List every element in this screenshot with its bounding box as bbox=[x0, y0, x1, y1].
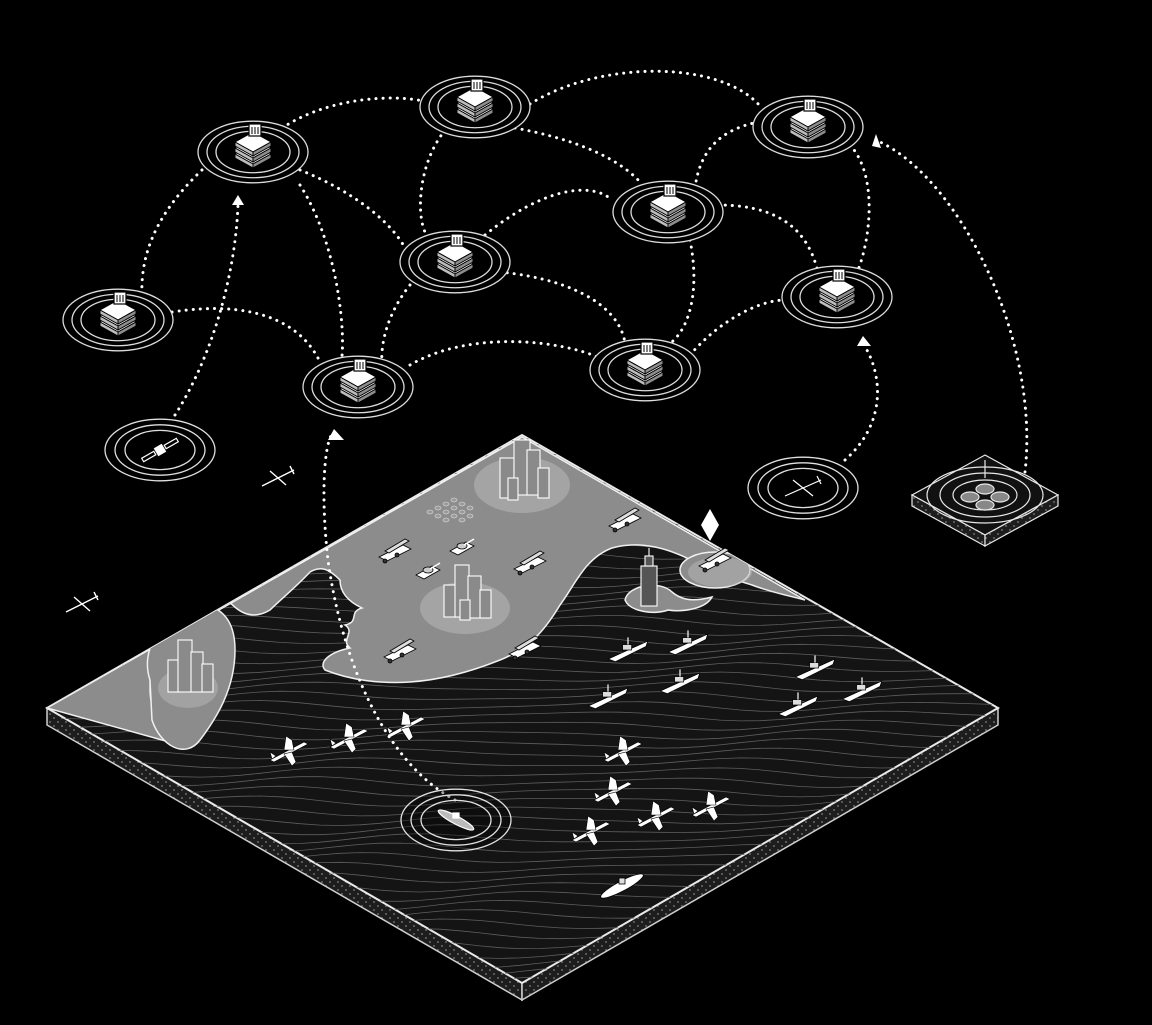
ground-antenna-station bbox=[910, 454, 1060, 548]
link-d-i bbox=[498, 270, 627, 345]
server-stack-icon bbox=[98, 291, 138, 337]
server-stack-icon bbox=[817, 268, 857, 314]
tank-icon bbox=[449, 538, 475, 556]
sensor-sources bbox=[104, 418, 859, 852]
fighter-jet-icon bbox=[691, 790, 731, 822]
city-west-icon bbox=[167, 639, 214, 693]
warship-icon bbox=[667, 630, 709, 656]
server-stack-icon bbox=[233, 123, 273, 169]
arrowheads bbox=[232, 134, 881, 440]
link-e-i bbox=[408, 340, 602, 367]
map-slab bbox=[44, 433, 1001, 1002]
link-f-g bbox=[693, 120, 760, 190]
warship-icon bbox=[794, 655, 836, 681]
sea-wave-line bbox=[47, 747, 998, 760]
submarine-icon bbox=[600, 873, 644, 899]
satellite-icon bbox=[140, 437, 180, 463]
drone-icon bbox=[65, 591, 99, 613]
sea-wave-line bbox=[47, 785, 998, 798]
fighter-jet-icon bbox=[636, 800, 676, 832]
server-stack-icon bbox=[625, 341, 665, 387]
link-i-h bbox=[688, 298, 787, 357]
link-sat-a bbox=[173, 203, 240, 417]
missile-launcher-icon bbox=[608, 507, 642, 533]
sea-wave-line bbox=[47, 776, 998, 788]
tower-landmark-icon bbox=[640, 548, 658, 607]
server-node bbox=[781, 265, 893, 329]
link-a-e bbox=[298, 183, 344, 358]
sea-wave-line bbox=[47, 766, 998, 779]
submarine-icon bbox=[437, 809, 475, 831]
diamond-marker-icon bbox=[701, 509, 719, 541]
link-a-c bbox=[280, 96, 432, 130]
infantry-formation-icon bbox=[426, 497, 474, 523]
missile-launcher-icon bbox=[378, 538, 412, 564]
link-d-f bbox=[483, 188, 614, 237]
server-stack-icon bbox=[338, 358, 378, 404]
server-nodes bbox=[62, 75, 893, 419]
server-node bbox=[752, 95, 864, 159]
server-stack-icon bbox=[648, 183, 688, 229]
link-b-e bbox=[170, 307, 322, 364]
network-links bbox=[140, 69, 1029, 802]
server-node bbox=[612, 180, 724, 244]
fighter-jet-icon bbox=[593, 775, 633, 807]
server-stack-icon bbox=[788, 98, 828, 144]
server-node bbox=[399, 230, 511, 294]
drone-icon bbox=[784, 475, 822, 497]
fighter-jet-icon bbox=[269, 735, 309, 767]
link-d-e bbox=[380, 283, 412, 367]
server-node bbox=[419, 75, 531, 139]
server-node bbox=[197, 120, 309, 184]
fighter-jet-icon bbox=[571, 815, 611, 847]
link-c-g bbox=[528, 69, 762, 108]
server-node bbox=[589, 338, 701, 402]
link-a-b bbox=[140, 168, 204, 298]
warship-icon bbox=[659, 669, 701, 695]
link-antenna-g bbox=[878, 140, 1029, 474]
missile-launcher-icon bbox=[383, 638, 417, 664]
link-drone-h bbox=[843, 343, 879, 462]
drone-source bbox=[747, 456, 859, 520]
triangle-arrow-icon bbox=[232, 195, 244, 205]
link-c-f bbox=[513, 126, 642, 184]
server-node bbox=[62, 288, 174, 352]
missile-launcher-icon bbox=[513, 550, 547, 576]
triangle-arrow-icon bbox=[328, 429, 344, 440]
link-g-h bbox=[843, 138, 871, 272]
server-node bbox=[302, 355, 414, 419]
sea-wave-line bbox=[47, 738, 998, 750]
sea-wave-line bbox=[47, 757, 998, 769]
triangle-arrow-icon bbox=[872, 134, 881, 148]
link-f-i bbox=[666, 238, 696, 347]
city-center-icon bbox=[443, 564, 492, 621]
triangle-arrow-icon bbox=[857, 336, 871, 346]
link-c-d bbox=[419, 118, 457, 234]
fighter-jet-icon bbox=[329, 722, 369, 754]
link-sub-e bbox=[322, 431, 457, 802]
tank-icon bbox=[415, 562, 441, 580]
submarine-source bbox=[400, 788, 512, 852]
warship-icon bbox=[607, 637, 649, 663]
missile-launcher-icon bbox=[698, 547, 732, 573]
server-stack-icon bbox=[455, 78, 495, 124]
satellite-source bbox=[104, 418, 216, 482]
server-stack-icon bbox=[435, 233, 475, 279]
warship-icon bbox=[587, 684, 629, 710]
link-f-h bbox=[716, 203, 820, 274]
military-units bbox=[65, 465, 883, 899]
city-north-icon bbox=[499, 439, 550, 501]
missile-launcher-icon bbox=[508, 635, 542, 661]
fighter-jet-icon bbox=[386, 710, 426, 742]
drone-icon bbox=[261, 465, 295, 487]
warship-icon bbox=[777, 692, 819, 718]
fighter-jet-icon bbox=[603, 735, 643, 767]
link-a-d bbox=[298, 168, 407, 250]
warship-icon bbox=[841, 677, 883, 703]
